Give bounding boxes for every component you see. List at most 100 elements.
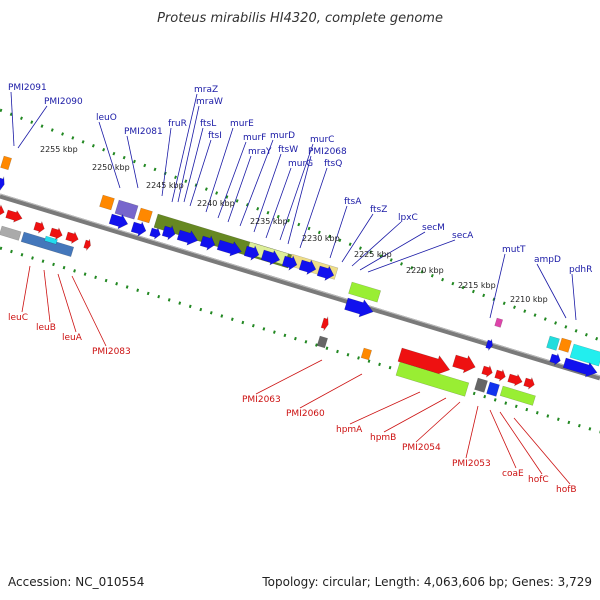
feature-blue-mutT bbox=[485, 338, 493, 351]
tick-label: 2250 kbp bbox=[92, 163, 130, 172]
bottom-label-leader bbox=[349, 391, 421, 425]
top-label-leader bbox=[489, 253, 506, 319]
top-gene-label: lpxC bbox=[398, 213, 418, 223]
label-leaders bbox=[10, 91, 577, 485]
feature-blue-6 bbox=[199, 235, 216, 251]
top-gene-label: mraY bbox=[248, 147, 272, 157]
feature-leuA-cyan bbox=[44, 235, 58, 245]
feature-mutT bbox=[494, 317, 504, 328]
top-label-leader bbox=[10, 91, 15, 147]
feature-red-1 bbox=[33, 220, 45, 234]
top-gene-label: murG bbox=[288, 159, 313, 169]
feature-hpmB bbox=[452, 354, 476, 374]
bottom-label-leader bbox=[415, 401, 461, 443]
bottom-gene-label: leuB bbox=[36, 323, 56, 333]
top-label-leader bbox=[98, 121, 121, 189]
bottom-label-leader bbox=[299, 373, 363, 409]
top-label-leader bbox=[253, 153, 282, 233]
bottom-label-leader bbox=[499, 411, 543, 475]
top-label-leader bbox=[17, 105, 48, 149]
bottom-gene-label: hpmA bbox=[336, 425, 363, 435]
bottom-label-leader bbox=[57, 273, 77, 333]
feature-blue-7 bbox=[216, 239, 242, 257]
tick-label: 2215 kbp bbox=[458, 281, 496, 290]
top-gene-label: secA bbox=[452, 231, 474, 241]
top-label-leader bbox=[217, 141, 247, 219]
top-label-leader bbox=[279, 143, 314, 241]
top-label-leader bbox=[287, 155, 312, 245]
top-gene-label: murD bbox=[270, 131, 295, 141]
top-label-leader bbox=[183, 127, 204, 203]
feature-orange-2 bbox=[137, 207, 153, 224]
feature-blue-8 bbox=[243, 245, 260, 261]
bottom-gene-label: PMI2060 bbox=[286, 409, 325, 419]
feature-PMI2063 bbox=[320, 316, 329, 332]
bottom-label-leader bbox=[489, 409, 517, 469]
feature-leuO bbox=[99, 194, 115, 211]
feature-blue-2 bbox=[130, 221, 147, 237]
gene-features bbox=[0, 155, 600, 406]
top-gene-label: ftsL bbox=[200, 119, 216, 129]
feature-blue-r3 bbox=[562, 357, 598, 378]
top-label-leader bbox=[341, 213, 374, 263]
tick-label: 2240 kbp bbox=[197, 199, 235, 208]
top-label-leader bbox=[239, 139, 274, 227]
top-label-leader bbox=[571, 273, 577, 321]
top-label-leader bbox=[329, 205, 348, 259]
top-label-leader bbox=[126, 135, 139, 189]
feature-blue-9 bbox=[260, 249, 281, 266]
feature-red-3 bbox=[65, 231, 79, 245]
feature-blue-4 bbox=[161, 224, 176, 241]
bottom-gene-label: PMI2083 bbox=[92, 347, 131, 357]
feature-green-r bbox=[499, 385, 536, 406]
top-gene-label: mraZ bbox=[194, 85, 218, 95]
map-title: Proteus mirabilis HI4320, complete genom… bbox=[157, 11, 443, 26]
feature-hpmB-green bbox=[395, 361, 470, 397]
bottom-gene-labels: leuCleuBleuAPMI2083PMI2063PMI2060hpmAhpm… bbox=[8, 313, 577, 495]
tick-label: 2230 kbp bbox=[302, 234, 340, 243]
top-gene-label: PMI2090 bbox=[44, 97, 83, 107]
top-label-leader bbox=[189, 139, 212, 207]
feature-ampD bbox=[546, 335, 560, 351]
feature-red-r4 bbox=[523, 376, 535, 390]
feature-blue-5 bbox=[176, 229, 199, 246]
bottom-gene-label: hpmB bbox=[370, 433, 396, 443]
top-gene-label: ampD bbox=[534, 255, 561, 265]
feature-orange-left bbox=[0, 155, 12, 171]
tick-label: 2210 kbp bbox=[510, 295, 548, 304]
feature-left-arrow-2 bbox=[5, 209, 23, 223]
feature-left-grey bbox=[0, 225, 22, 241]
tick-label: 2255 kbp bbox=[40, 145, 78, 154]
bottom-gene-label: hofB bbox=[556, 485, 577, 495]
feature-blue-left bbox=[0, 176, 5, 192]
tick-label: 2245 kbp bbox=[146, 181, 184, 190]
bottom-label-leader bbox=[71, 275, 107, 347]
bottom-label-leader bbox=[465, 405, 479, 459]
top-label-leader bbox=[265, 167, 292, 239]
top-label-leader bbox=[359, 231, 426, 271]
top-gene-label: mraW bbox=[196, 97, 223, 107]
top-gene-label: mutT bbox=[502, 245, 526, 255]
tick-label: 2220 kbp bbox=[406, 266, 444, 275]
top-gene-label: PMI2068 bbox=[308, 147, 347, 157]
feature-ftsZ bbox=[344, 297, 374, 318]
feature-pdhR-cyan bbox=[569, 343, 600, 367]
inner-tick-rail bbox=[0, 246, 600, 434]
top-gene-label: PMI2081 bbox=[124, 127, 163, 137]
genome-backbone bbox=[0, 193, 600, 381]
feature-blue-3 bbox=[149, 226, 161, 240]
top-gene-label: leuO bbox=[96, 113, 117, 123]
top-gene-label: PMI2091 bbox=[8, 83, 47, 93]
feature-blue-11 bbox=[298, 259, 317, 276]
feature-blue-r2 bbox=[549, 352, 561, 366]
feature-grey-r bbox=[474, 377, 488, 393]
feature-ftsA bbox=[348, 281, 382, 303]
top-gene-label: pdhR bbox=[569, 265, 592, 275]
bottom-gene-label: leuC bbox=[8, 313, 28, 323]
bottom-gene-label: PMI2054 bbox=[402, 443, 441, 453]
top-gene-label: fruR bbox=[168, 119, 187, 129]
